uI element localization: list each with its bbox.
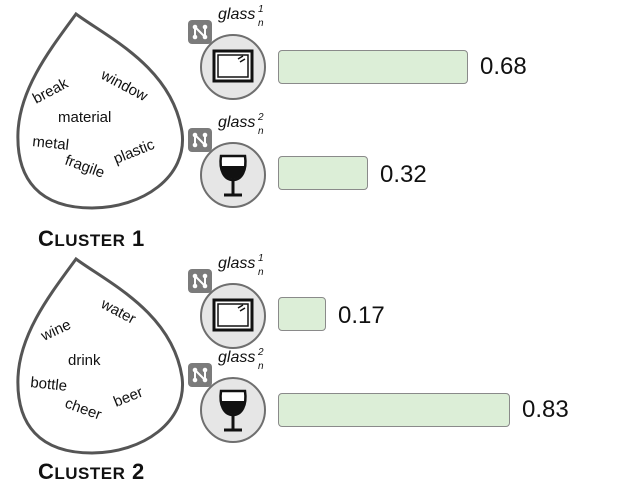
score-bar: [278, 50, 468, 84]
score-value: 0.83: [522, 396, 569, 423]
babelnet-logo-icon: [188, 363, 212, 387]
score-bar: [278, 393, 510, 427]
score-bar: [278, 156, 368, 190]
cluster-word: material: [58, 109, 111, 126]
score-value: 0.17: [338, 302, 385, 329]
word-drop-shape: wine water drink bottle beer cheer: [16, 256, 184, 455]
score-value: 0.32: [380, 161, 427, 188]
window-icon: [200, 34, 266, 100]
cluster-word: bottle: [30, 374, 68, 395]
cluster-word: drink: [68, 352, 101, 369]
window-icon: [200, 283, 266, 349]
cluster-2: wine water drink bottle beer cheer CLUST…: [0, 247, 628, 494]
wine-glass-icon: [200, 142, 266, 208]
score-value: 0.68: [480, 53, 527, 80]
babelnet-logo-icon: [188, 20, 212, 44]
cluster-title: CLUSTER 1: [38, 226, 145, 251]
word-drop-shape: break window material metal plastic frag…: [16, 11, 184, 210]
babelnet-logo-icon: [188, 128, 212, 152]
babelnet-logo-icon: [188, 269, 212, 293]
score-bar: [278, 297, 326, 331]
cluster-title: CLUSTER 2: [38, 459, 145, 484]
wine-glass-icon: [200, 377, 266, 443]
cluster-1: break window material metal plastic frag…: [16, 4, 626, 251]
cluster-word: metal: [32, 133, 70, 154]
